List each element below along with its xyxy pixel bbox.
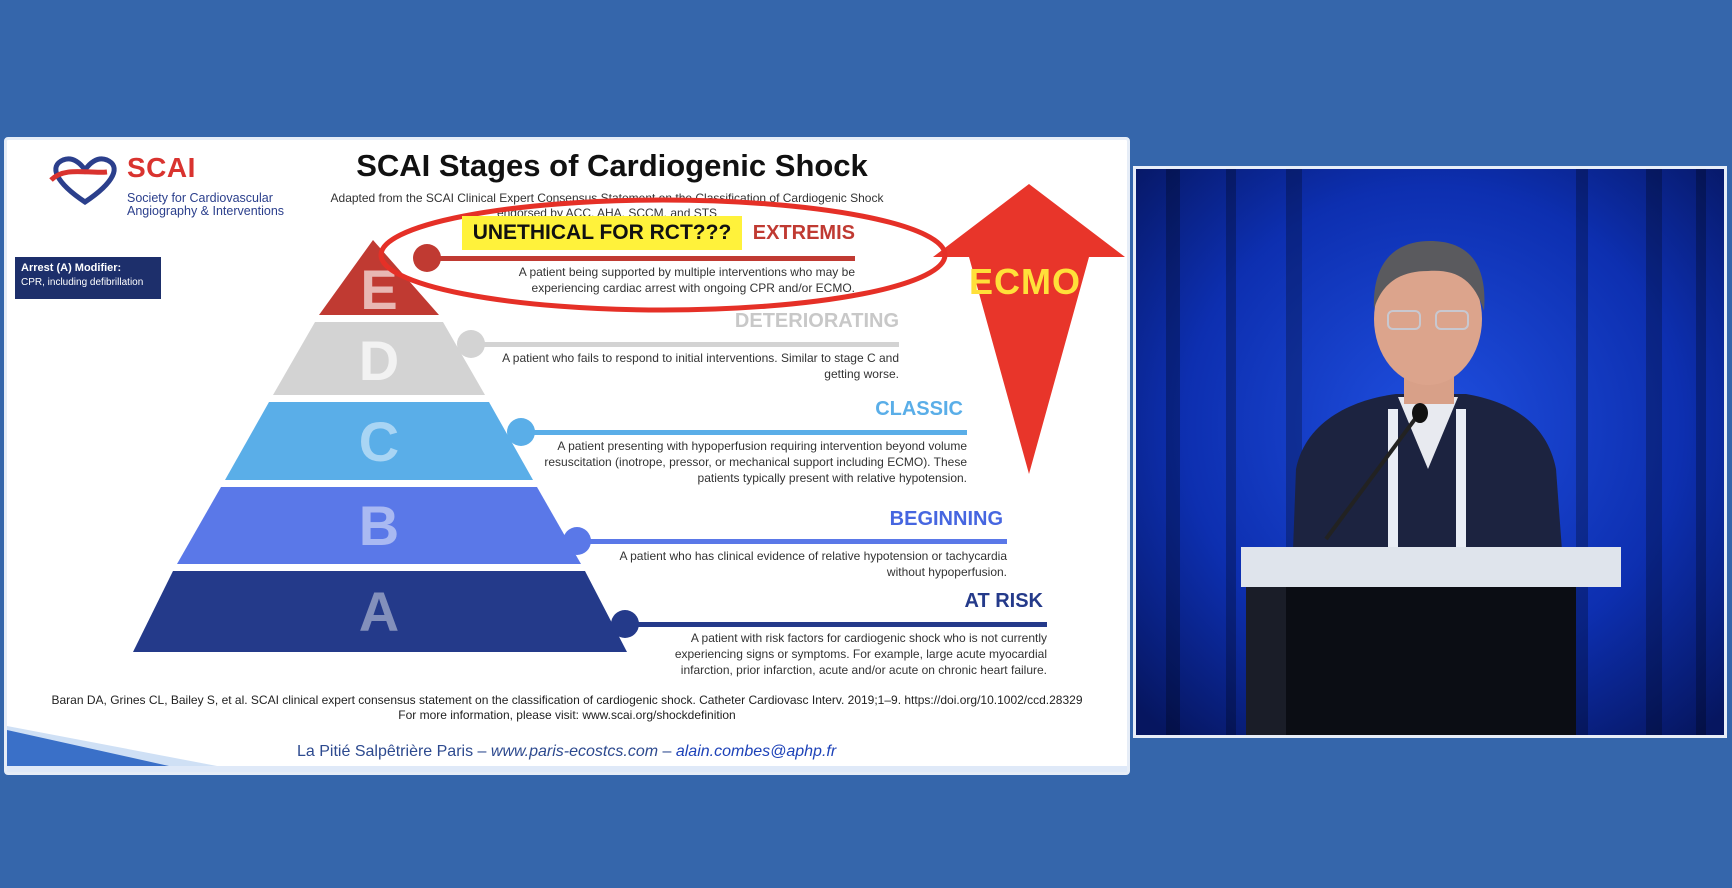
lanyard-right [1456,409,1466,569]
stage-c-name: CLASSIC [875,398,963,420]
stage-b-desc-line1: A patient who has clinical evidence of r… [619,549,1007,563]
pyramid-level-a-shape [133,571,627,652]
stage-c-desc-line3: patients typically present with relative… [697,471,967,485]
stage-c-desc-line2: resuscitation (inotrope, pressor, or mec… [544,455,967,469]
pyramid-letter-b: B [358,494,400,557]
stage-b-desc-line2: without hypoperfusion. [886,565,1007,579]
citation: Baran DA, Grines CL, Bailey S, et al. SC… [47,693,1087,723]
stage-c-desc: A patient presenting with hypoperfusion … [507,438,967,486]
stage-b-name: BEGINNING [889,508,1003,530]
stage-c-dot [507,418,535,446]
stage-a-desc-line1: A patient with risk factors for cardioge… [690,631,1047,645]
stage-e-desc-line1: A patient being supported by multiple in… [518,265,855,279]
microphone-stand [1324,413,1420,541]
stage-d-dot [457,330,485,358]
stage-a-desc: A patient with risk factors for cardioge… [607,630,1047,678]
stage-e-line [437,256,855,261]
footer-separator-1: – [473,743,491,760]
presentation-slide: SCAI Society for Cardiovascular Angiogra… [4,137,1130,775]
citation-line2: For more information, please visit: www.… [398,708,736,722]
stage-d-desc: A patient who fails to respond to initia… [481,350,899,382]
stage-b-desc: A patient who has clinical evidence of r… [567,548,1007,580]
podium-top [1241,547,1621,587]
podium-side [1246,587,1286,735]
pyramid-letter-a: A [358,580,400,643]
stage-e-name: EXTREMIS [752,222,855,244]
logo-sub-line1: Society for Cardiovascular [127,191,273,205]
ecmo-annotation: ECMO [969,261,1081,302]
speaker-scene [1136,169,1724,735]
speaker-hair [1373,241,1485,311]
pyramid-letter-d: D [358,329,400,392]
stage-d-line [481,342,899,347]
stage-d-desc-line2: getting worse. [824,367,899,381]
lanyard [1388,409,1398,569]
pyramid-level-b-shape [177,487,581,564]
stage-a-desc-line3: infarction, prior infarction, acute and/… [680,663,1047,677]
speaker-video [1133,166,1727,738]
glasses-right [1435,310,1469,330]
ecmo-arrow-icon [933,184,1125,474]
pyramid-letter-c: C [358,410,400,473]
pyramid-level-d-shape [273,322,485,395]
stage-a-dot [611,610,639,638]
footer-text: La Pitié Salpêtrière Paris – www.paris-e… [297,743,836,761]
stage-e-desc-line2: experiencing cardiac arrest with ongoing… [531,281,855,295]
stage-b-dot [563,527,591,555]
stage-a-desc-line2: experiencing signs or symptoms. For exam… [674,647,1047,661]
slide-title: SCAI Stages of Cardiogenic Shock [356,148,868,183]
logo-subtitle: Society for Cardiovascular Angiography &… [127,192,287,218]
citation-line1: Baran DA, Grines CL, Bailey S, et al. SC… [51,693,1083,707]
stage-b-line [587,539,1007,544]
stage-a-line [635,622,1047,627]
footer-place: La Pitié Salpêtrière Paris [297,743,474,760]
footer-separator-2: – [658,743,676,760]
glasses-left [1387,310,1421,330]
podium-body [1286,587,1576,735]
footer-band [7,726,1127,772]
footer-url[interactable]: www.paris-ecostcs.com [490,743,659,760]
pyramid-diagram [133,184,1125,652]
stage-d-desc-line1: A patient who fails to respond to initia… [502,351,899,365]
stage-d-name: DETERIORATING [734,310,899,332]
stage-e-dot [413,244,441,272]
arrest-modifier-box: Arrest (A) Modifier: CPR, including defi… [15,257,161,299]
scai-logo: SCAI Society for Cardiovascular Angiogra… [45,152,285,218]
speaker-head [1374,253,1482,385]
footer-email[interactable]: alain.combes@aphp.fr [675,743,837,760]
unethical-annotation: UNETHICAL FOR RCT??? [462,216,742,250]
microphone-head [1412,403,1428,423]
stage-a-name: AT RISK [964,590,1043,612]
arrest-title: Arrest (A) Modifier: [21,262,122,274]
logo-sub-line2: Angiography & Interventions [127,204,285,218]
pyramid-level-c-shape [225,402,533,480]
arrest-subtitle: CPR, including defibrillation [21,277,144,288]
stage-c-line [531,430,967,435]
stage-c-desc-line1: A patient presenting with hypoperfusion … [557,439,967,453]
annotation-ellipse [378,197,948,313]
pyramid-level-e-shape [319,240,439,315]
heart-logo-icon [49,156,117,206]
logo-title: SCAI [127,152,196,183]
stage-e-desc: A patient being supported by multiple in… [437,264,855,296]
